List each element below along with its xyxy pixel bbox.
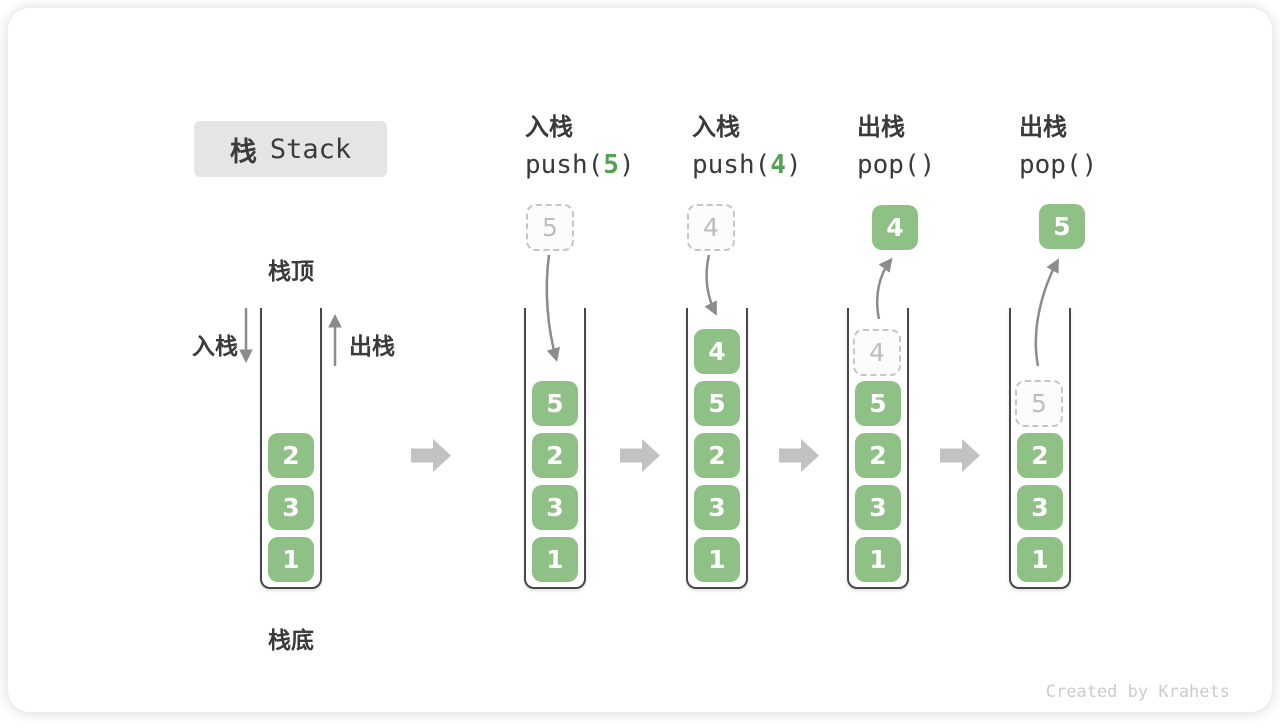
stack-item: 1	[532, 537, 578, 582]
flow-arrow-icon	[779, 438, 819, 473]
code-pre: push(	[525, 150, 604, 180]
code-post: )	[785, 150, 802, 180]
op-cn-label: 出栈	[857, 113, 905, 141]
title-badge: 栈 Stack	[194, 121, 387, 177]
stack-item: 2	[268, 433, 314, 478]
op-cn-label: 出栈	[1019, 113, 1067, 141]
stack-item: 1	[855, 537, 901, 582]
flow-arrow-icon	[620, 438, 660, 473]
watermark: Created by Krahets	[1045, 682, 1230, 702]
stack-well-after-pop-4: 4 5 2 3 1	[847, 308, 909, 589]
label-push-in: 入栈	[192, 334, 238, 360]
op-label-push-5: 入栈 push(5)	[525, 112, 635, 181]
stack-well-after-pop-5: 5 2 3 1	[1009, 308, 1071, 589]
stack-well-after-push-5: 5 2 3 1	[524, 308, 586, 589]
stack-well-initial: 2 3 1	[260, 308, 322, 589]
stack-item: 3	[268, 485, 314, 530]
code-arg: 4	[770, 150, 786, 180]
stack-item: 2	[855, 433, 901, 478]
op-code: pop()	[1019, 149, 1097, 181]
incoming-box: 5	[526, 204, 574, 251]
ghost-item: 4	[853, 329, 901, 376]
label-pop-out: 出栈	[349, 334, 395, 360]
ghost-item: 5	[1015, 380, 1063, 427]
stack-item: 5	[532, 381, 578, 426]
op-code: pop()	[857, 149, 935, 181]
op-label-push-4: 入栈 push(4)	[692, 112, 802, 181]
stack-item: 4	[694, 329, 740, 374]
stack-item: 5	[694, 381, 740, 426]
stack-item: 3	[1017, 485, 1063, 530]
stack-item: 2	[1017, 433, 1063, 478]
op-code: push(4)	[692, 149, 802, 181]
op-label-pop-second: 出栈 pop()	[1019, 112, 1097, 181]
code-pre: pop()	[857, 150, 936, 180]
diagram-card: 栈 Stack 栈顶 栈底 入栈 出栈 入栈 push(5) 入栈 push(4…	[8, 8, 1272, 712]
flow-arrow-icon	[411, 438, 451, 473]
stack-item: 1	[1017, 537, 1063, 582]
code-pre: pop()	[1019, 150, 1098, 180]
stack-item: 1	[268, 537, 314, 582]
op-code: push(5)	[525, 149, 635, 181]
title-en: Stack	[269, 133, 352, 165]
title-cn: 栈	[229, 136, 257, 168]
label-stack-top: 栈顶	[268, 259, 314, 285]
stack-item: 5	[855, 381, 901, 426]
stack-item: 3	[694, 485, 740, 530]
op-cn-label: 入栈	[525, 113, 573, 141]
incoming-box: 4	[687, 204, 735, 251]
code-pre: push(	[692, 150, 771, 180]
op-label-pop-first: 出栈 pop()	[857, 112, 935, 181]
op-cn-label: 入栈	[692, 113, 740, 141]
popped-box: 4	[872, 205, 918, 250]
flow-arrow-icon	[940, 438, 980, 473]
push-4-curve-arrow-icon	[704, 254, 717, 316]
stack-item: 1	[694, 537, 740, 582]
popped-box: 5	[1039, 204, 1085, 249]
label-stack-bottom: 栈底	[268, 628, 314, 654]
stack-item: 2	[694, 433, 740, 478]
stack-item: 3	[855, 485, 901, 530]
stack-item: 2	[532, 433, 578, 478]
code-arg: 5	[603, 150, 619, 180]
code-post: )	[618, 150, 635, 180]
stack-well-after-push-4: 4 5 2 3 1	[686, 308, 748, 589]
stack-item: 3	[532, 485, 578, 530]
